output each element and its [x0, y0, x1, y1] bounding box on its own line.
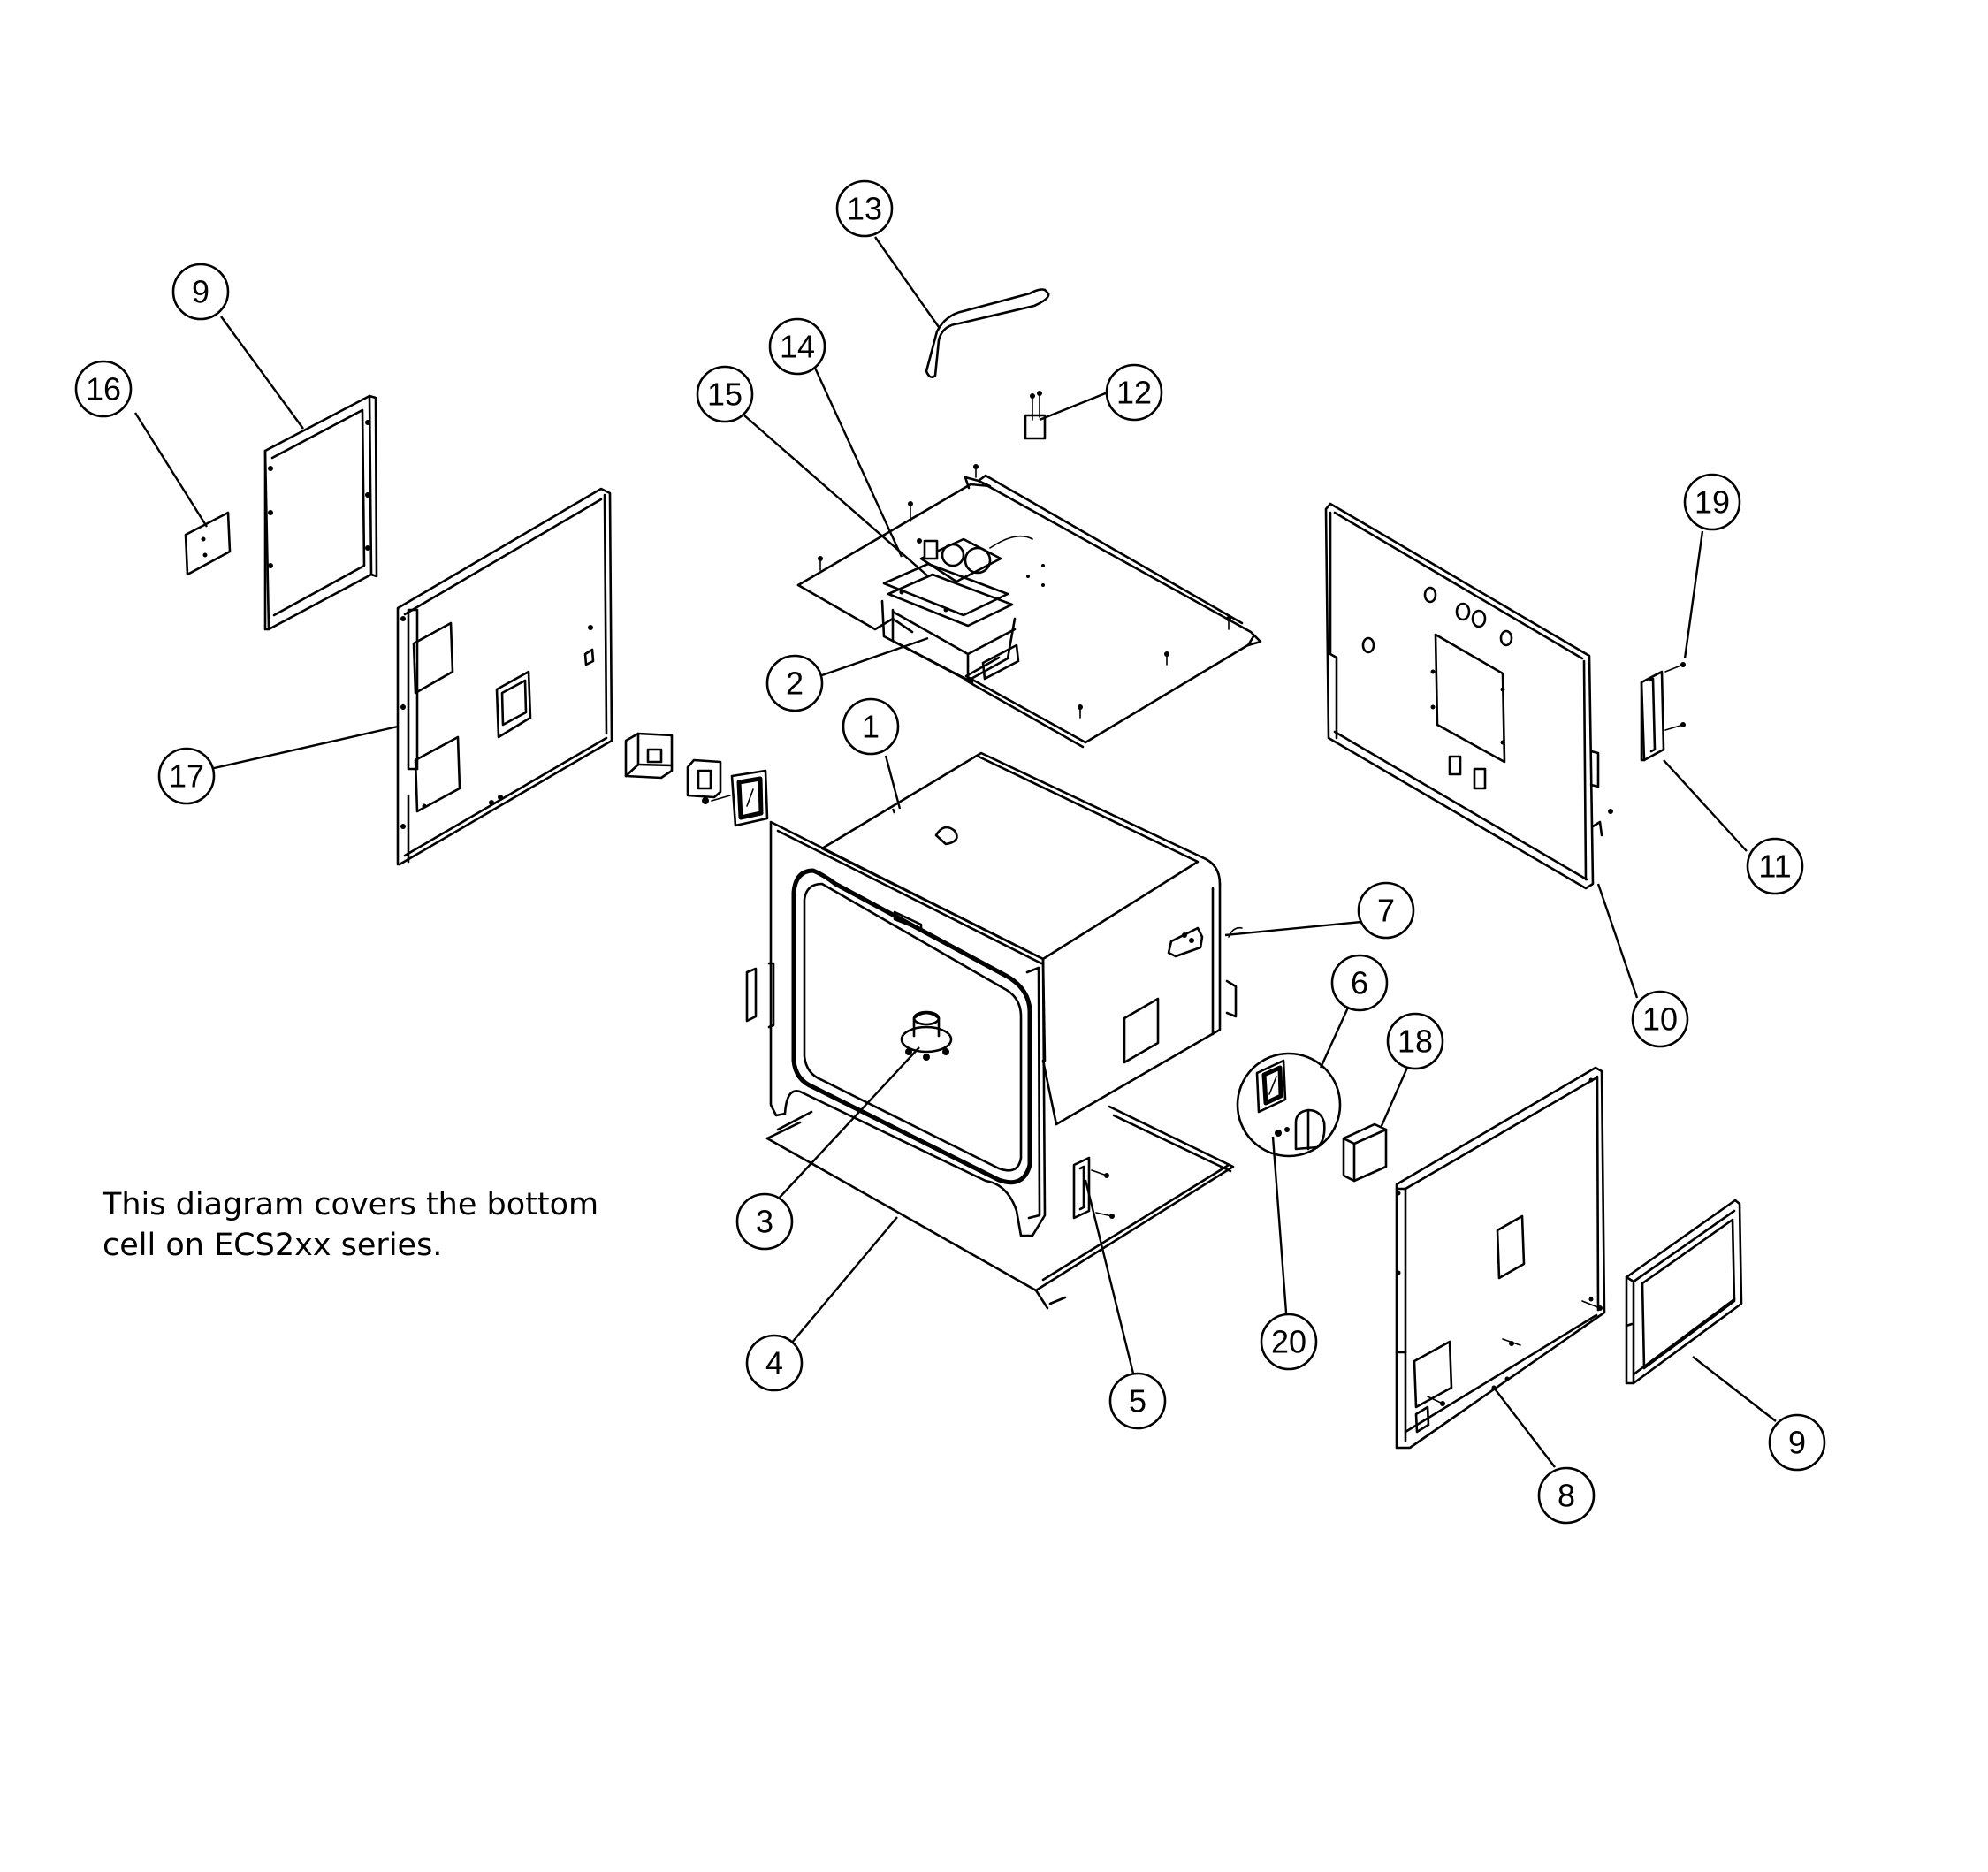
callout-9-bottom: 9	[1768, 1413, 1826, 1472]
svg-text:14: 14	[780, 329, 815, 365]
svg-text:17: 17	[169, 758, 204, 795]
callout-6: 6	[1330, 954, 1389, 1012]
part-10-right-panel	[1324, 502, 1613, 890]
svg-text:10: 10	[1642, 1001, 1678, 1038]
note-line-1: This diagram covers the bottom	[103, 1187, 599, 1222]
callout-9-top: 9	[171, 263, 230, 321]
note-line-2: cell on ECS2xx series.	[103, 1228, 443, 1263]
callout-20: 20	[1260, 1313, 1318, 1371]
callout-16: 16	[74, 360, 133, 418]
svg-text:2: 2	[786, 666, 804, 702]
callout-8: 8	[1537, 1466, 1596, 1525]
part-1-oven-cavity	[745, 751, 1238, 1237]
callout-14: 14	[768, 317, 826, 376]
part-14-fan	[917, 535, 1033, 583]
callout-4: 4	[745, 1334, 804, 1392]
svg-text:8: 8	[1558, 1478, 1575, 1514]
diagram-note: This diagram covers the bottom cell on E…	[103, 1184, 668, 1266]
callout-2: 2	[765, 654, 824, 712]
svg-text:18: 18	[1398, 1024, 1433, 1060]
svg-text:9: 9	[192, 274, 209, 310]
part-11-bracket	[1640, 662, 1686, 762]
svg-text:19: 19	[1695, 484, 1730, 521]
part-17-left-panel	[396, 487, 613, 866]
svg-text:16: 16	[86, 371, 121, 407]
leader-lines	[133, 236, 1777, 1468]
part-2-duct	[880, 599, 1020, 684]
part-18-block	[1342, 1122, 1388, 1183]
part-4-bottom-plate	[765, 1105, 1235, 1310]
svg-text:3: 3	[756, 1204, 773, 1240]
part-8-panel	[1395, 1066, 1606, 1450]
callout-1: 1	[842, 697, 900, 756]
callout-17: 17	[157, 747, 216, 805]
part-13-hose	[925, 288, 1050, 378]
svg-text:15: 15	[707, 377, 743, 413]
svg-text:13: 13	[847, 191, 882, 227]
svg-text:12: 12	[1116, 375, 1152, 411]
part-12-bracket	[1024, 391, 1047, 440]
callout-19: 19	[1683, 473, 1741, 531]
part-16-label	[184, 511, 232, 576]
callout-11: 11	[1746, 837, 1804, 895]
svg-text:6: 6	[1351, 965, 1368, 1001]
callout-15: 15	[696, 365, 754, 423]
part-9-lower-panel	[1625, 1199, 1743, 1385]
callout-5: 5	[1108, 1372, 1167, 1430]
svg-text:11: 11	[1758, 848, 1791, 885]
callout-13: 13	[835, 179, 894, 238]
part-6-detail	[1236, 1052, 1342, 1158]
callout-12: 12	[1105, 363, 1163, 422]
svg-text:5: 5	[1129, 1383, 1146, 1419]
part-3-knob	[900, 1010, 953, 1061]
switch-bracket-parts	[624, 732, 769, 827]
callout-7: 7	[1357, 881, 1415, 940]
svg-text:9: 9	[1788, 1425, 1806, 1461]
callout-3: 3	[735, 1192, 794, 1251]
part-5-bracket	[1072, 1156, 1115, 1220]
svg-text:4: 4	[765, 1345, 783, 1381]
callout-10: 10	[1631, 990, 1689, 1048]
part-9-upper-panel	[263, 394, 378, 631]
svg-text:20: 20	[1271, 1324, 1306, 1360]
svg-text:1: 1	[862, 709, 880, 745]
svg-text:7: 7	[1377, 893, 1395, 929]
callout-18: 18	[1386, 1012, 1444, 1070]
part-15-shroud	[882, 562, 1014, 628]
